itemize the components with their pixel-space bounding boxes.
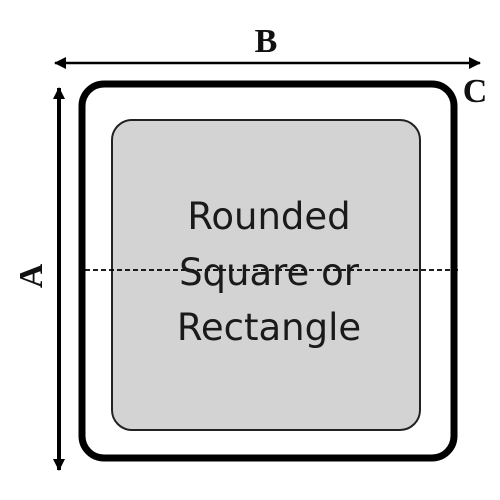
- height-label: A: [13, 263, 50, 288]
- inner-rounded-shape: [111, 119, 421, 431]
- corner-label: C: [463, 73, 488, 110]
- width-label: B: [255, 23, 278, 60]
- shape-caption-line-1: Rounded: [187, 195, 350, 238]
- shape-caption-line-2: Square or: [179, 251, 360, 294]
- shape-caption-line-3: Rectangle: [177, 306, 361, 349]
